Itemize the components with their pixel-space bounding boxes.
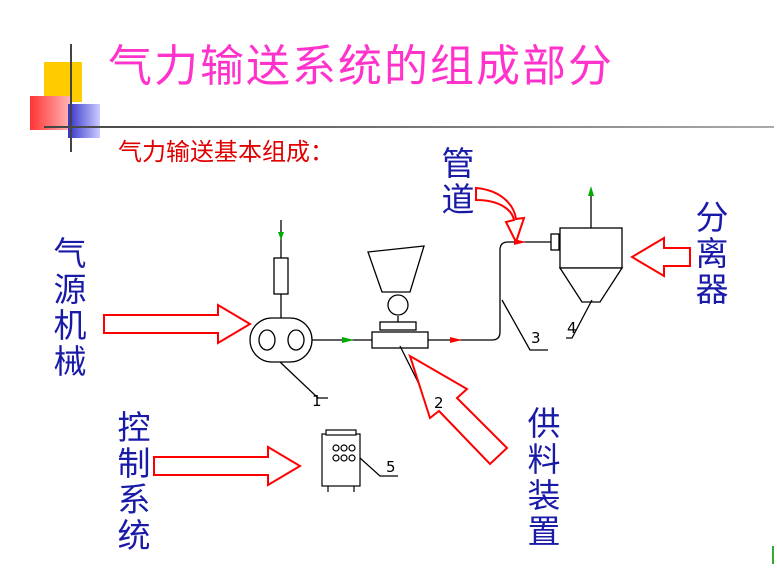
label-separator-char: 器 (695, 270, 729, 309)
deco-vertical-line (70, 44, 72, 152)
cabinet-indicator-6 (348, 454, 356, 462)
label-air-source: 气 源 机 械 (50, 236, 90, 380)
deco-red-square (30, 96, 72, 130)
mixing-pipe (371, 331, 429, 349)
deco-yellow-square (44, 62, 82, 102)
pipeline-path (468, 241, 552, 341)
leader-4 (566, 299, 593, 339)
material-flow-arrow-icon (450, 337, 462, 343)
leader-3 (501, 299, 548, 351)
feeder-unit (367, 245, 468, 411)
rotary-valve (387, 294, 409, 316)
pointer-arrows (103, 186, 691, 487)
callout-number-3: 3 (531, 329, 541, 347)
label-control-system-char: 控 (117, 408, 151, 447)
cabinet-indicator-2 (340, 444, 348, 452)
arrow-control-system-icon (153, 445, 302, 487)
label-air-source-char: 机 (53, 306, 87, 345)
arrow-feeding-device-icon (408, 353, 509, 466)
label-pipeline-char: 道 (441, 180, 475, 219)
callout-number-4: 4 (567, 319, 577, 337)
separator-unit (550, 186, 624, 339)
cabinet-indicator-4 (332, 454, 340, 462)
arrow-pipeline-icon (475, 186, 526, 245)
feed-hopper (367, 245, 425, 293)
label-feeding-device-char: 供 (527, 404, 561, 443)
air-flow-arrow-icon (342, 337, 354, 343)
label-feeding-device-char: 装 (527, 476, 561, 515)
callout-number-2: 2 (434, 394, 444, 412)
label-air-source-char: 源 (53, 270, 87, 309)
blower-rotor-left (258, 329, 276, 351)
leader-5 (359, 457, 398, 477)
slide-subtitle: 气力输送基本组成： (118, 138, 334, 166)
label-pipeline: 管 道 (438, 146, 478, 218)
label-separator-char: 分 (695, 198, 729, 237)
label-feeding-device: 供 料 装 置 (524, 406, 564, 550)
callout-number-5: 5 (386, 458, 396, 476)
blower-rotor-right (287, 329, 305, 351)
cabinet-indicator-1 (332, 444, 340, 452)
label-separator: 分 离 器 (692, 200, 732, 308)
exhaust-flow-arrow-icon (588, 186, 594, 196)
feeder-flange (379, 321, 417, 331)
cabinet-indicator-5 (340, 454, 348, 462)
label-feeding-device-char: 料 (527, 440, 561, 479)
label-air-source-char: 械 (53, 342, 87, 381)
intake-flow-arrow-icon (278, 232, 284, 240)
separator-inlet-flange (550, 233, 560, 251)
arrow-separator-icon (630, 236, 691, 278)
blower-unit (249, 220, 372, 399)
label-control-system: 控 制 系 统 (114, 410, 154, 554)
label-pipeline-char: 管 (441, 144, 475, 183)
arrow-air-source-icon (103, 303, 252, 345)
label-feeding-device-char: 置 (527, 512, 561, 551)
leader-1 (279, 361, 328, 399)
deco-blue-square (68, 104, 100, 138)
slide-edge-marker (772, 546, 774, 564)
label-control-system-char: 统 (117, 516, 151, 555)
separator-cone (558, 267, 624, 303)
cabinet-top (325, 429, 357, 436)
cabinet-indicator-3 (348, 444, 356, 452)
air-filter (273, 257, 289, 295)
label-control-system-char: 制 (117, 444, 151, 483)
callout-number-1: 1 (312, 392, 322, 410)
slide-title: 气力输送系统的组成部分 (108, 41, 614, 92)
label-separator-char: 离 (695, 234, 729, 273)
label-control-system-char: 系 (117, 480, 151, 519)
separator-upper-body (559, 227, 623, 269)
label-air-source-char: 气 (53, 234, 87, 273)
control-cabinet (321, 429, 398, 492)
deco-horizontal-line (44, 126, 774, 128)
